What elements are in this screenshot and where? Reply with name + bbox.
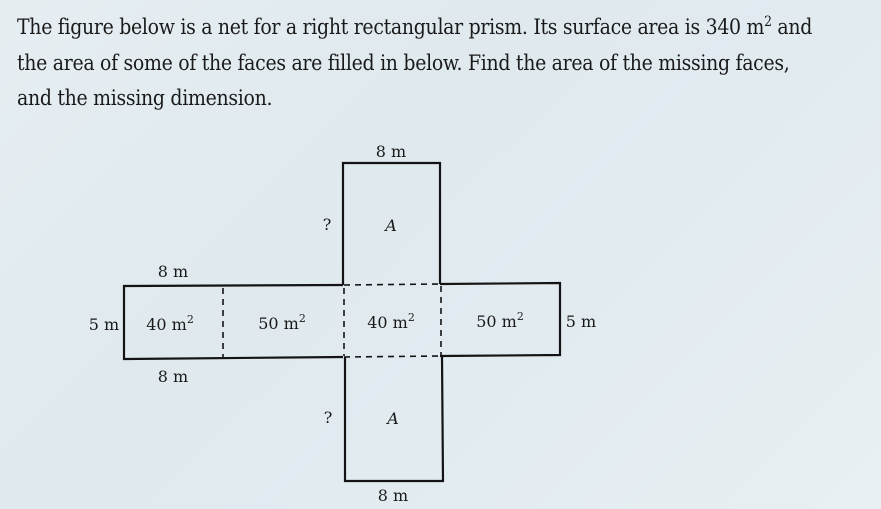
left-strip-side-dimension: 5 m <box>89 315 119 334</box>
bottom-face-area-label: A <box>385 409 399 428</box>
superscript: 2 <box>764 14 772 30</box>
left-strip-bottom-dimension: 8 m <box>158 367 188 386</box>
problem-text: The figure below is a net for a right re… <box>17 15 765 40</box>
problem-line-3: and the missing dimension. <box>17 86 273 111</box>
face-area-2: 50 m2 <box>258 312 306 333</box>
problem-line-1: The figure below is a net for a right re… <box>17 10 867 46</box>
bottom-face-bottom-dimension: 8 m <box>378 486 408 505</box>
fold-lines <box>222 283 442 358</box>
problem-line-2: the area of some of the faces are filled… <box>17 50 790 76</box>
problem-text: and <box>771 15 813 40</box>
face-area-3: 40 m2 <box>367 311 415 332</box>
left-strip-top-dimension: 8 m <box>158 262 188 281</box>
face-area-1: 40 m2 <box>146 313 194 334</box>
top-face-area-label: A <box>383 216 397 235</box>
top-face-top-dimension: 8 m <box>376 142 406 161</box>
face-area-4: 50 m2 <box>476 310 524 331</box>
top-face-side-dimension: ? <box>323 215 332 234</box>
net-outline <box>122 161 562 483</box>
problem-statement: The figure below is a net for a right re… <box>17 10 867 117</box>
right-strip-side-dimension: 5 m <box>566 312 596 331</box>
bottom-face-side-dimension: ? <box>324 408 333 427</box>
